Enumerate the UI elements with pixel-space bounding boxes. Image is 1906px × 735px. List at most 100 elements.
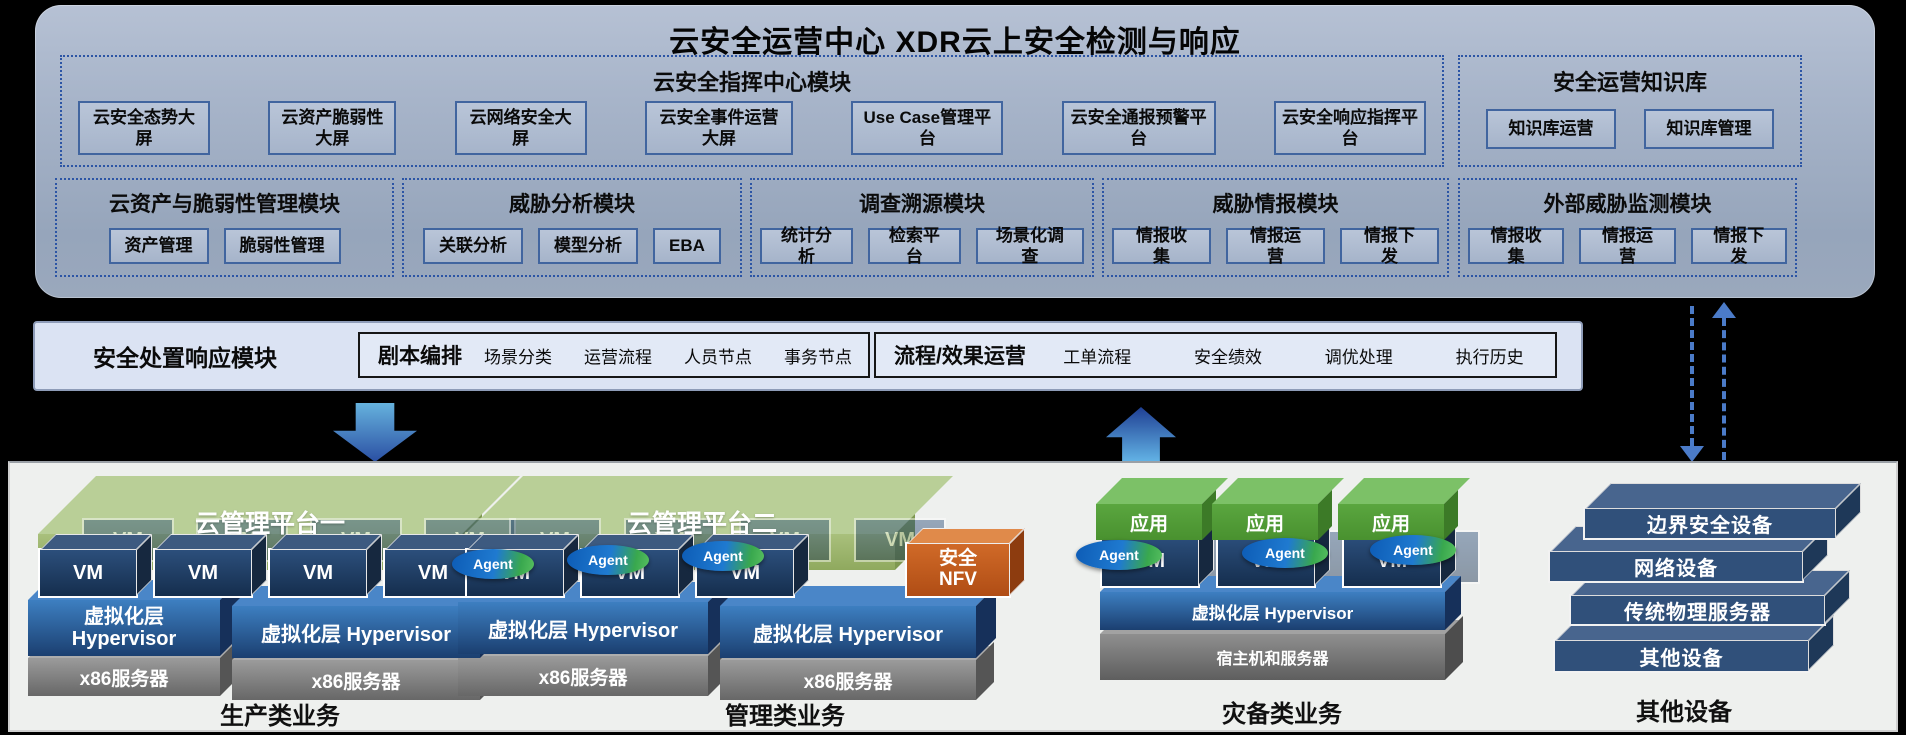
chip-usecase-platform: Use Case管理平台 [851, 100, 1004, 155]
chip-asset-vuln-screen: 云资产脆弱性大屏 [268, 100, 397, 155]
device-slab-other: 其他设备 [1553, 615, 1834, 673]
process-ops-title: 流程/效果运营 [894, 345, 1026, 368]
module-buttons: 关联分析 模型分析 EBA [412, 228, 732, 264]
hypervisor-slab: 虚拟化层 Hypervisor [1100, 576, 1461, 630]
module-threat-analysis: 威胁分析模块 关联分析 模型分析 EBA [402, 178, 742, 277]
device-slab-physical-server: 传统物理服务器 [1569, 570, 1850, 626]
chip-asset-mgmt: 资产管理 [108, 228, 209, 264]
chip-stat-analysis: 统计分析 [760, 226, 853, 266]
vm-box: VM [153, 534, 267, 598]
flow-arrow-down-icon [333, 403, 417, 462]
group-label-others: 其他设备 [1636, 699, 1732, 726]
x86-server-slab: x86服务器 [232, 642, 498, 700]
group-label-disaster: 灾备类业务 [1222, 701, 1342, 728]
response-module-bar: 安全处置响应模块 剧本编排 场景分类 运营流程 人员节点 事务节点 流程/效果运… [33, 321, 1583, 391]
dashed-arrowhead-up-icon [1712, 302, 1736, 318]
group-label-production: 生产类业务 [220, 703, 340, 730]
device-slab-network: 网络设备 [1548, 526, 1828, 583]
module-threat-intel: 威胁情报模块 情报收集 情报运营 情报下发 [1102, 178, 1449, 277]
dashed-link-down-icon [1690, 306, 1694, 446]
module-knowledge-base-title: 安全运营知识库 [1552, 70, 1707, 95]
item-ops-flow: 运营流程 [584, 347, 652, 367]
device-slab-border-security: 边界安全设备 [1583, 483, 1861, 540]
playbook-items: 场景分类 运营流程 人员节点 事务节点 [468, 343, 868, 368]
chip-eba: EBA [653, 228, 721, 264]
item-tuning: 调优处理 [1324, 347, 1393, 367]
chip-alert-notify-platform: 云安全通报预警平台 [1061, 100, 1216, 155]
dashed-link-up-icon [1722, 318, 1726, 460]
command-center-buttons: 云安全态势大屏 云资产脆弱性大屏 云网络安全大屏 云安全事件运营大屏 Use C… [78, 100, 1426, 155]
chip-kb-operation: 知识库运营 [1486, 109, 1616, 149]
module-asset-vuln-mgmt: 云资产与脆弱性管理模块 资产管理 脆弱性管理 [55, 178, 394, 277]
module-buttons: 情报收集 情报运营 情报下发 [1468, 226, 1787, 266]
app-box: 应用 [1338, 478, 1470, 540]
hypervisor-slab: 虚拟化层 Hypervisor [458, 582, 728, 654]
chip-model-analysis: 模型分析 [538, 228, 639, 264]
x86-server-slab: x86服务器 [28, 640, 238, 696]
vm-box: VM [38, 534, 152, 598]
cloud-platform-one-label: 云管理平台一 [194, 510, 345, 538]
module-title: 威胁分析模块 [509, 193, 635, 216]
module-command-center: 云安全指挥中心模块 云安全态势大屏 云资产脆弱性大屏 云网络安全大屏 云安全事件… [60, 55, 1444, 167]
chip-correlation-analysis: 关联分析 [423, 228, 524, 264]
hypervisor-slab: 虚拟化层 Hypervisor [232, 586, 500, 658]
module-investigation-tracing: 调查溯源模块 统计分析 检索平台 场景化调查 [750, 178, 1094, 277]
knowledge-base-buttons: 知识库运营 知识库管理 [1486, 109, 1774, 149]
flow-arrow-up-icon [1106, 407, 1176, 462]
chip-cloud-posture-screen: 云安全态势大屏 [78, 100, 210, 155]
chip-intel-collect: 情报收集 [1468, 226, 1565, 266]
module-title: 威胁情报模块 [1212, 193, 1339, 216]
playbook-orchestration-box: 剧本编排 场景分类 运营流程 人员节点 事务节点 [358, 332, 870, 378]
security-nfv-box: 安全 NFV [905, 528, 1025, 598]
agent-badge: Agent [452, 549, 534, 579]
item-task-node: 事务节点 [784, 347, 852, 367]
process-effect-ops-box: 流程/效果运营 工单流程 安全绩效 调优处理 执行历史 [874, 332, 1557, 378]
chip-kb-management: 知识库管理 [1644, 109, 1774, 149]
chip-response-command-platform: 云安全响应指挥平台 [1273, 100, 1426, 155]
agent-badge: Agent [1242, 538, 1328, 568]
playbook-title: 剧本编排 [378, 345, 462, 368]
module-command-center-title: 云安全指挥中心模块 [652, 70, 851, 95]
agent-badge: Agent [567, 545, 649, 575]
module-title: 调查溯源模块 [859, 193, 985, 216]
response-bar-title: 安全处置响应模块 [93, 345, 277, 371]
chip-network-security-screen: 云网络安全大屏 [454, 100, 587, 155]
x86-server-slab: x86服务器 [720, 642, 994, 700]
chip-intel-distribute: 情报下发 [1690, 226, 1787, 266]
soc-top-panel: 云安全运营中心 XDR云上安全检测与响应 云安全指挥中心模块 云安全态势大屏 云… [35, 5, 1875, 298]
item-exec-history: 执行历史 [1455, 347, 1524, 367]
hypervisor-slab: 虚拟化层 Hypervisor [720, 586, 996, 658]
dashed-arrowhead-down-icon [1680, 446, 1704, 462]
chip-intel-operate: 情报运营 [1579, 226, 1676, 266]
agent-badge: Agent [682, 541, 764, 571]
cloud-platform-two-label: 云管理平台二 [626, 510, 777, 538]
item-scene-classify: 场景分类 [484, 347, 552, 367]
app-box: 应用 [1096, 478, 1228, 540]
agent-badge: Agent [1076, 540, 1162, 570]
process-ops-items: 工单流程 安全绩效 调优处理 执行历史 [1032, 343, 1555, 368]
vm-box: VM [268, 534, 382, 598]
chip-intel-distribute: 情报下发 [1340, 226, 1439, 266]
group-label-management: 管理类业务 [725, 703, 845, 730]
module-buttons: 资产管理 脆弱性管理 [65, 228, 384, 264]
item-person-node: 人员节点 [684, 347, 752, 367]
chip-scenario-investigation: 场景化调查 [975, 226, 1084, 266]
host-server-slab: 宿主机和服务器 [1100, 616, 1463, 680]
module-buttons: 情报收集 情报运营 情报下发 [1112, 226, 1439, 266]
chip-intel-operate: 情报运营 [1226, 226, 1325, 266]
item-security-kpi: 安全绩效 [1194, 347, 1263, 367]
chip-intel-collect: 情报收集 [1112, 226, 1211, 266]
x86-server-slab: x86服务器 [458, 638, 726, 696]
module-title: 外部威胁监测模块 [1543, 193, 1712, 216]
chip-vuln-mgmt: 脆弱性管理 [223, 228, 341, 264]
chip-search-platform: 检索平台 [867, 226, 961, 266]
chip-event-ops-screen: 云安全事件运营大屏 [644, 100, 793, 155]
item-ticket-flow: 工单流程 [1063, 347, 1132, 367]
module-buttons: 统计分析 检索平台 场景化调查 [760, 226, 1084, 266]
agent-badge: Agent [1370, 535, 1456, 565]
page-title: 云安全运营中心 XDR云上安全检测与响应 [669, 26, 1241, 59]
module-knowledge-base: 安全运营知识库 知识库运营 知识库管理 [1458, 55, 1802, 167]
app-box: 应用 [1212, 478, 1344, 540]
module-title: 云资产与脆弱性管理模块 [109, 193, 340, 216]
